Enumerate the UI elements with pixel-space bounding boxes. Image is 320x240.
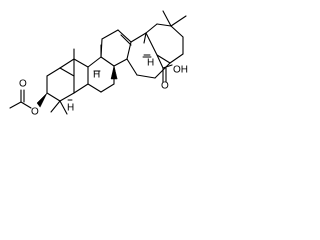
angular-methyls bbox=[73, 44, 118, 80]
double-bond-c12-c13 bbox=[117, 29, 132, 46]
ring-b bbox=[87, 56, 115, 93]
acetoxy-group bbox=[9, 89, 48, 109]
acetyl-o-label: O bbox=[19, 79, 27, 90]
acid-oh-label: OH bbox=[173, 65, 188, 76]
gem-dimethyl-bottom bbox=[50, 100, 68, 115]
ring-e bbox=[145, 23, 184, 64]
ring-a bbox=[46, 58, 89, 102]
h-label-c5: H bbox=[67, 103, 74, 114]
h-label-c9: H bbox=[93, 70, 100, 81]
carboxylic-acid bbox=[156, 54, 173, 83]
acid-o-label: O bbox=[161, 81, 169, 92]
acetoxy-o-label: O bbox=[31, 107, 39, 118]
chemical-structure: OH O O O H H H bbox=[9, 10, 188, 118]
h-label-c18: H bbox=[147, 58, 154, 69]
gem-dimethyl-top bbox=[162, 10, 187, 27]
stereo-hydrogens bbox=[67, 54, 152, 101]
